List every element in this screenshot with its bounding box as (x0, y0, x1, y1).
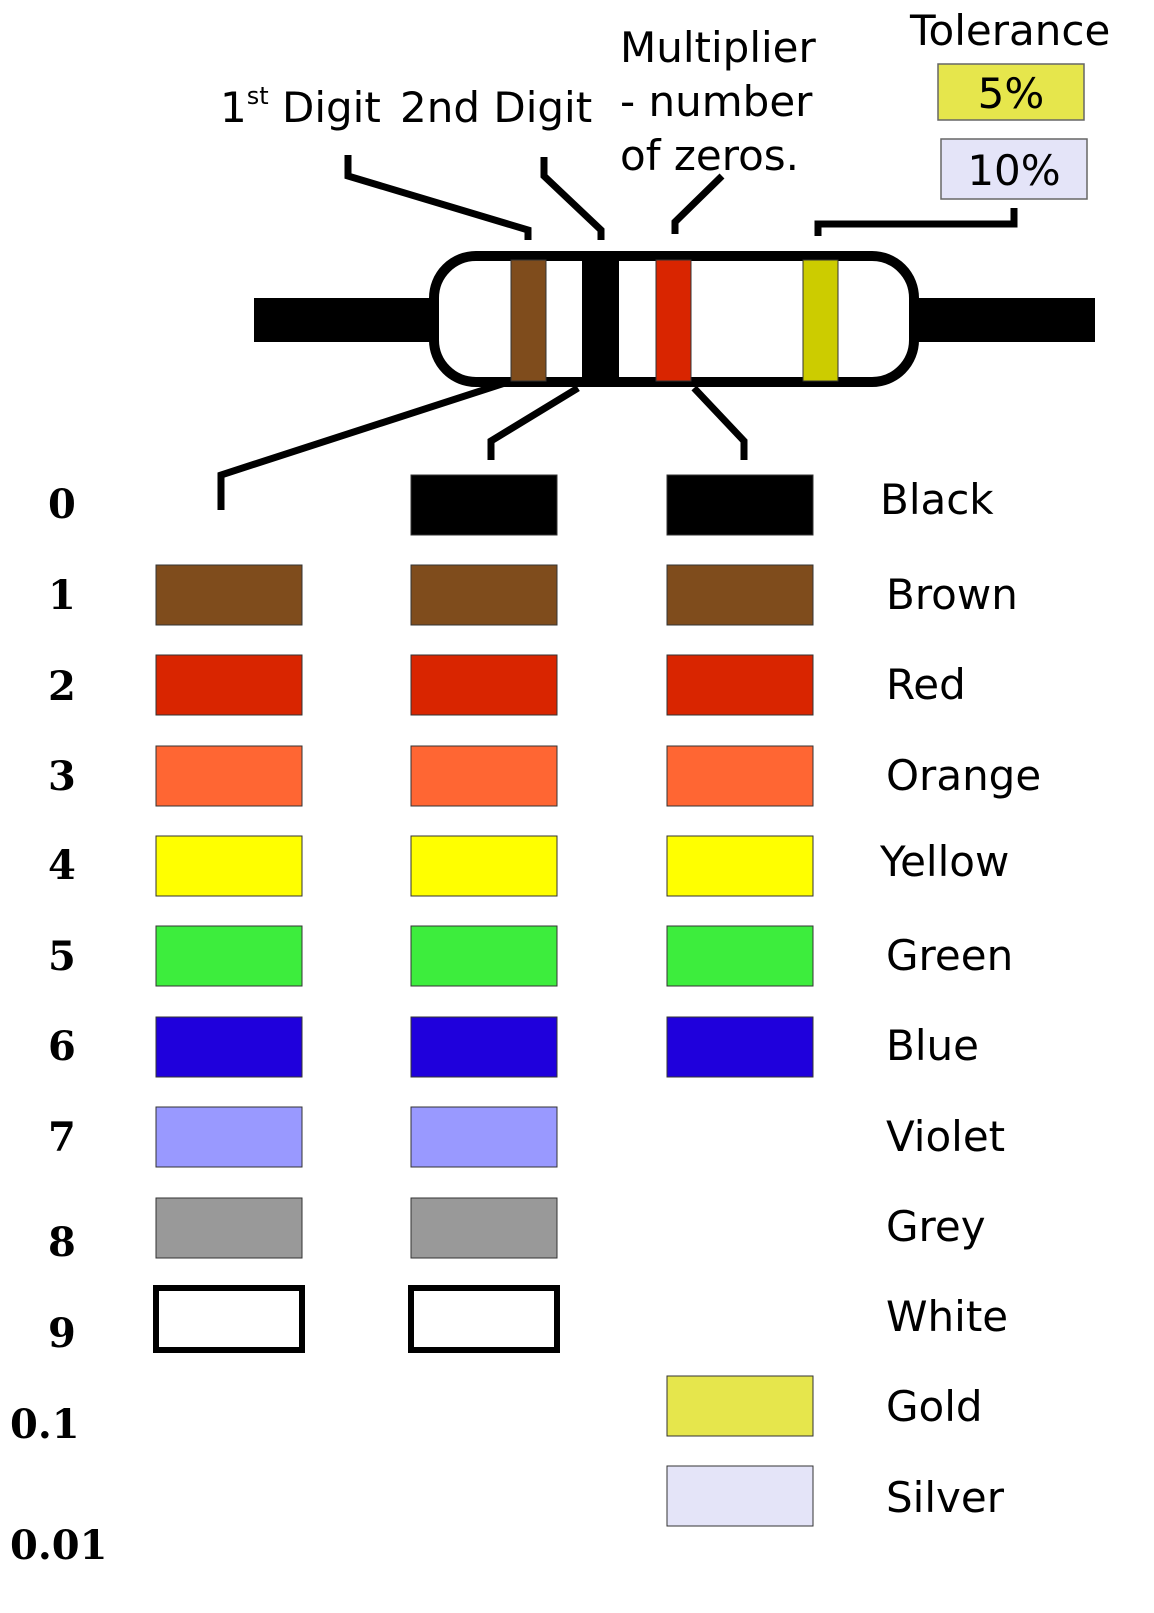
color-swatch-red-digit1 (155, 654, 303, 716)
color-swatch-orange-digit2 (410, 745, 558, 807)
color-swatch-violet-digit2 (410, 1106, 558, 1168)
value-label: 7 (48, 1114, 76, 1161)
multiplier-label-line1: Multiplier (620, 23, 817, 72)
value-label: 5 (48, 933, 76, 980)
tolerance-5-text: 5% (978, 69, 1045, 118)
color-swatch-red-digit2 (410, 654, 558, 716)
value-label: 1 (48, 572, 76, 619)
resistor-band-tolerance (802, 259, 839, 382)
color-swatch-green-digit1 (155, 925, 303, 987)
multiplier-label-line3: of zeros. (620, 131, 799, 180)
multiplier-leader (671, 173, 725, 234)
color-name-white: White (886, 1292, 1008, 1341)
tolerance-10-text: 10% (967, 146, 1060, 195)
color-name-brown: Brown (886, 570, 1018, 619)
color-code-table: 0 Black 1 Brown 2 Red 3 Orange 4 Yellow 5 Green 6 Blu… (10, 474, 1041, 1569)
color-swatch-red-multiplier (666, 654, 814, 716)
multiplier-label-line2: - number (620, 77, 813, 126)
resistor-band-multiplier (655, 259, 692, 382)
value-label: 3 (48, 753, 76, 800)
color-swatch-white-digit2 (408, 1285, 560, 1353)
color-swatch-orange-multiplier (666, 745, 814, 807)
color-name-black: Black (880, 475, 994, 524)
first-digit-column-leader (217, 378, 510, 510)
color-name-yellow: Yellow (879, 837, 1009, 886)
color-swatch-orange-digit1 (155, 745, 303, 807)
color-swatch-yellow-multiplier (666, 835, 814, 897)
resistor-band-first-digit (510, 259, 547, 382)
tolerance-5-swatch (937, 63, 1085, 121)
color-swatch-yellow-digit2 (410, 835, 558, 897)
tolerance-10-swatch (940, 138, 1088, 200)
color-name-red: Red (886, 660, 966, 709)
value-label: 9 (48, 1310, 76, 1357)
resistor-lead-left (254, 298, 444, 342)
color-swatch-green-digit2 (410, 925, 558, 987)
color-swatch-brown-multiplier (666, 564, 814, 626)
color-swatch-grey-digit1 (155, 1197, 303, 1259)
color-swatch-white-digit1 (153, 1285, 305, 1353)
value-label: 0.1 (10, 1401, 80, 1448)
color-swatch-violet-digit1 (155, 1106, 303, 1168)
value-label: 2 (48, 663, 76, 710)
color-name-silver: Silver (886, 1473, 1005, 1522)
second-digit-column-leader (487, 385, 580, 460)
tolerance-leader (814, 208, 1018, 236)
color-swatch-black-multiplier (666, 474, 814, 536)
first-digit-leader (344, 155, 532, 240)
value-label: 0 (48, 481, 76, 528)
second-digit-leader (540, 157, 605, 240)
value-label: 4 (48, 842, 76, 889)
color-swatch-gold-multiplier (666, 1375, 814, 1437)
color-name-violet: Violet (886, 1112, 1005, 1161)
first-digit-label: 1st Digit (220, 82, 381, 132)
resistor-band-second-digit (582, 258, 619, 379)
color-name-orange: Orange (886, 751, 1041, 800)
color-swatch-blue-multiplier (666, 1016, 814, 1078)
value-label: 6 (48, 1023, 76, 1070)
value-label: 0.01 (10, 1522, 107, 1569)
value-label: 8 (48, 1219, 76, 1266)
second-digit-label: 2nd Digit (400, 83, 592, 132)
color-swatch-green-multiplier (666, 925, 814, 987)
color-swatch-brown-digit2 (410, 564, 558, 626)
color-swatch-yellow-digit1 (155, 835, 303, 897)
color-swatch-blue-digit2 (410, 1016, 558, 1078)
multiplier-column-leader (691, 385, 748, 460)
color-swatch-black-digit2 (410, 474, 558, 536)
color-swatch-silver-multiplier (666, 1465, 814, 1527)
color-swatch-brown-digit1 (155, 564, 303, 626)
color-name-grey: Grey (886, 1202, 986, 1251)
color-name-green: Green (886, 931, 1013, 980)
color-swatch-grey-digit2 (410, 1197, 558, 1259)
color-name-blue: Blue (886, 1021, 979, 1070)
color-name-gold: Gold (886, 1382, 983, 1431)
resistor-lead-right (905, 298, 1095, 342)
tolerance-label: Tolerance (909, 6, 1110, 55)
color-swatch-blue-digit1 (155, 1016, 303, 1078)
